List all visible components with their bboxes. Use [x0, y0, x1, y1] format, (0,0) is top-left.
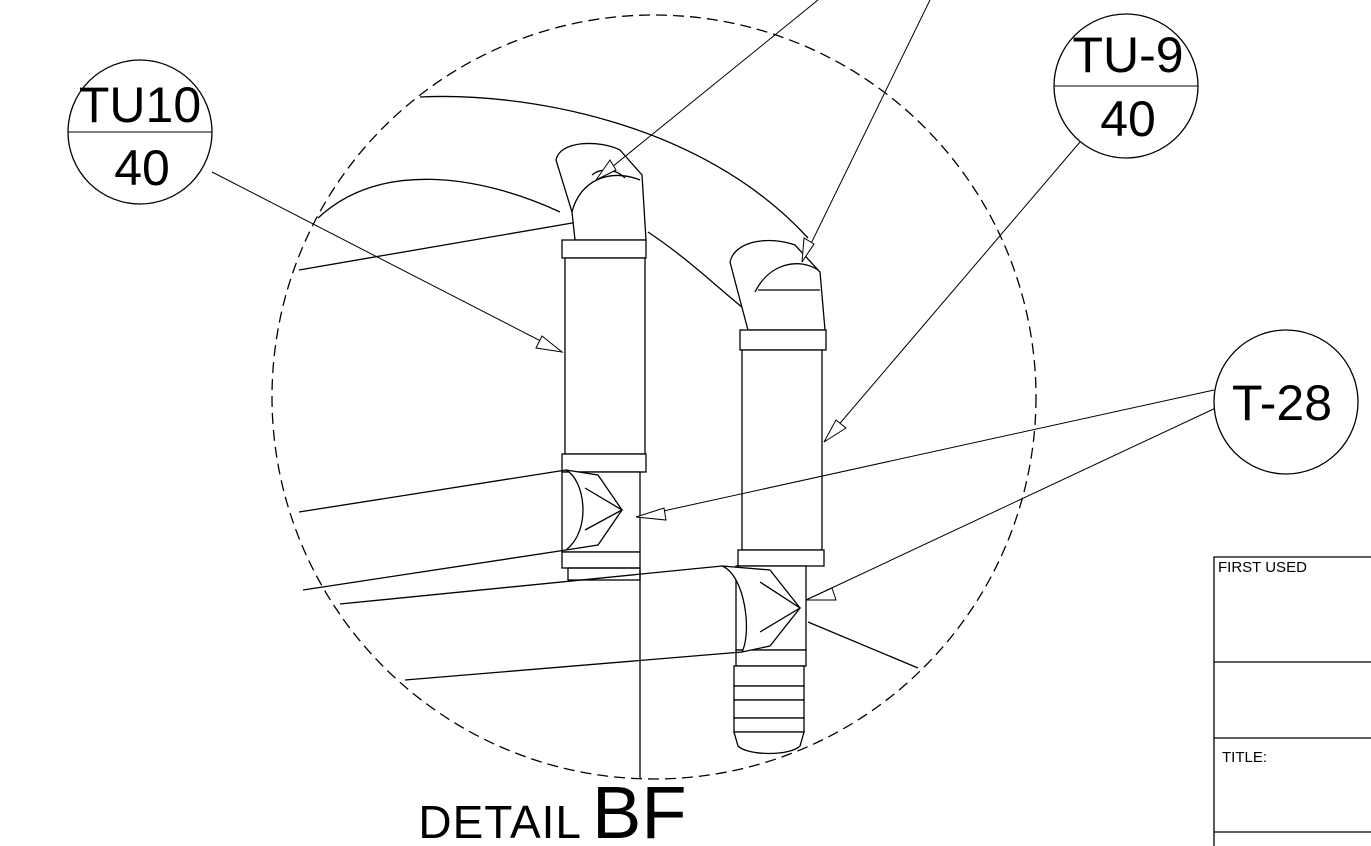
detail-caption: DETAIL BF	[418, 771, 686, 846]
balloon-tu9-bottom: 40	[1100, 91, 1156, 147]
detail-prefix: DETAIL	[418, 796, 582, 846]
balloon-tu9: TU-9 40	[1053, 13, 1199, 159]
title-block-first-used: FIRST USED	[1218, 559, 1307, 576]
detail-letters: BF	[592, 771, 687, 846]
overhead-curved-pipe	[317, 95, 809, 313]
balloon-tu10-top: TU10	[79, 77, 201, 133]
upper-horizontal-pipe	[298, 469, 624, 591]
detail-boundary-circle	[271, 14, 1037, 780]
balloon-t28: T-28	[1213, 329, 1359, 475]
background-frame-lines	[298, 221, 919, 778]
right-vertical-pipe	[729, 239, 827, 755]
title-block: FIRST USED TITLE:	[1213, 556, 1371, 846]
balloon-t28-label: T-28	[1232, 375, 1332, 431]
arrowheads	[535, 159, 847, 601]
leader-lines	[211, 0, 1221, 601]
balloon-tu10: TU10 40	[67, 59, 213, 205]
lower-horizontal-pipe	[339, 565, 802, 681]
title-block-title: TITLE:	[1222, 749, 1267, 766]
balloon-tu10-bottom: 40	[114, 140, 170, 196]
balloon-tu9-top: TU-9	[1072, 27, 1183, 83]
